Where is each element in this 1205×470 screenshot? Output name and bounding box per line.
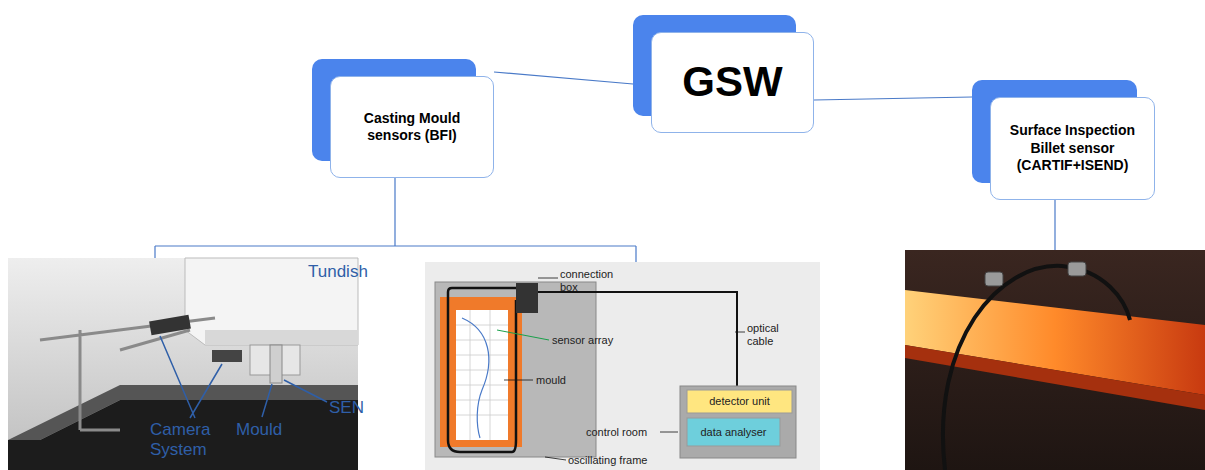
part-label: data analyser	[687, 426, 780, 439]
node-text: GSW	[682, 56, 782, 109]
part-label: mould	[536, 374, 586, 387]
node-text: Casting Mould sensors (BFI)	[347, 110, 477, 145]
part-label: SEN	[329, 398, 369, 418]
part-label: optical cable	[747, 322, 807, 347]
part-label: Camera System	[150, 420, 220, 459]
tree-lines	[155, 178, 1055, 262]
sensor-box: Casting Mould sensors (BFI)	[330, 76, 494, 178]
part-label: detector unit	[687, 395, 792, 408]
node-text: Surface Inspection Billet sensor (CARTIF…	[998, 122, 1148, 175]
connector-line	[814, 97, 972, 100]
part-label: sensor array	[552, 334, 622, 347]
part-label: connection box	[560, 268, 630, 293]
billet-photo	[905, 250, 1205, 470]
fibre-sensor-schematic	[425, 262, 820, 470]
part-label: Mould	[236, 420, 296, 440]
root-box: GSW	[651, 32, 814, 133]
caster-render	[8, 258, 358, 470]
part-label: oscillating frame	[568, 454, 678, 467]
sensor-box: Surface Inspection Billet sensor (CARTIF…	[990, 97, 1155, 200]
part-label: control room	[586, 426, 666, 439]
part-label: Tundish	[308, 262, 378, 282]
connector-line	[494, 72, 633, 84]
